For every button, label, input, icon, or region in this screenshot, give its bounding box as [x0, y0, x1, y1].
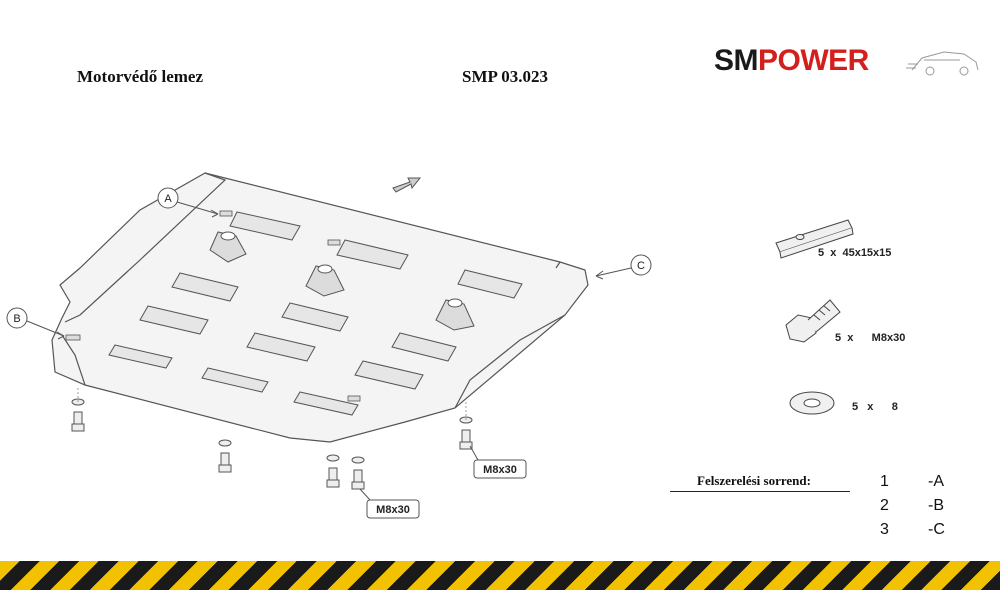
- bolt-label-box-right: [469, 445, 527, 479]
- svg-text:SMPOWER: SMPOWER: [714, 44, 870, 77]
- bolt-label-right: M8x30: [483, 464, 517, 476]
- mount-holes: [220, 231, 463, 308]
- sequence-step-code: -A: [928, 473, 944, 490]
- car-silhouette-icon: [906, 51, 979, 76]
- product-code: SMP 03.023: [462, 67, 548, 86]
- part-label-bolt: 5 x M8x30: [835, 332, 905, 344]
- bolt-icon: [218, 439, 232, 473]
- callout-c: [595, 254, 652, 280]
- skid-plate-diagram: A B C: [6, 172, 905, 519]
- hazard-stripe: [0, 561, 1000, 590]
- plate-nut-icon: [775, 219, 854, 259]
- callout-b-label: B: [13, 313, 20, 325]
- large-bolt-icon: [785, 299, 841, 343]
- bolt-assemblies: [71, 398, 473, 490]
- washer-icon: [789, 391, 835, 415]
- direction-arrow-icon: [392, 177, 422, 193]
- bolt-icon: [351, 456, 365, 490]
- sequence-step-number: 1: [880, 473, 889, 490]
- sequence-step-code: -B: [928, 497, 944, 514]
- bolt-leader-lines: [77, 388, 467, 420]
- skid-plate-mounts: [209, 231, 475, 331]
- bolt-label-box-bottom: [359, 488, 420, 519]
- bolt-icon: [326, 454, 340, 488]
- installation-sequence-title: Felszerelési sorrend:: [697, 473, 811, 488]
- bolt-label-bottom: M8x30: [376, 504, 410, 516]
- part-label-plate-nut: 5 x 45x15x15: [818, 247, 891, 259]
- sequence-step-number: 2: [880, 497, 889, 514]
- skid-plate: [51, 172, 589, 443]
- skid-plate-tabs: [65, 210, 361, 402]
- callout-c-label: C: [637, 260, 645, 272]
- page-title: Motorvédő lemez: [77, 67, 204, 86]
- sequence-underline: [670, 491, 850, 492]
- callout-b: [6, 307, 65, 340]
- bolt-icon: [459, 416, 473, 450]
- callout-a: [157, 187, 219, 218]
- logo-text-sm: SM: [714, 44, 758, 77]
- callout-a-label: A: [164, 193, 172, 205]
- skid-plate-slots: [108, 211, 523, 416]
- bolt-icon: [71, 398, 85, 432]
- logo-text-power: POWER: [758, 44, 870, 77]
- sequence-step-number: 3: [880, 521, 889, 538]
- part-label-washer: 5 x 8: [852, 401, 898, 413]
- smpower-logo: SMPOWER: [714, 44, 979, 77]
- sequence-step-code: -C: [928, 521, 945, 538]
